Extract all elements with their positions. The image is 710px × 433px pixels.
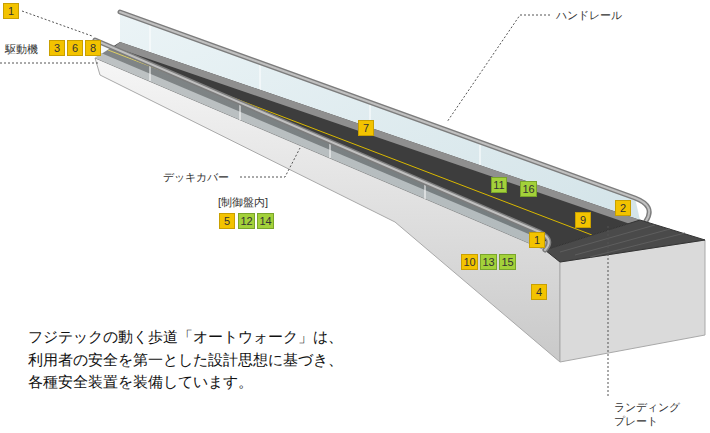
handrail-highlight: [120, 12, 649, 221]
caption-text: フジテックの動く歩道「オートウォーク」は、 利用者の安全を第一とした設計思想に基…: [28, 326, 438, 394]
handrail: [120, 12, 649, 221]
leader-line: [0, 11, 608, 398]
callout-number: 12: [238, 213, 255, 229]
callout-text: 3: [54, 43, 60, 54]
part-label: 駆動機: [5, 42, 65, 56]
handrail: [95, 40, 549, 250]
callout-number: 4: [531, 284, 547, 300]
part-label: ハンドレール: [556, 8, 656, 22]
callout-text: 6: [72, 43, 78, 54]
callout-text: 1: [8, 6, 14, 17]
callout-text: 13: [482, 257, 494, 268]
callout-text: 8: [90, 43, 96, 54]
part-label: デッキカバー: [163, 170, 238, 184]
callout-text: 9: [580, 215, 586, 226]
callout-text: 15: [501, 257, 513, 268]
callout-text: 11: [493, 180, 504, 191]
callout-text: 7: [363, 123, 369, 134]
callout-text: 14: [259, 216, 271, 227]
callout-number: 8: [85, 40, 101, 56]
part-label: ランディング プレート: [614, 400, 686, 429]
callout-number: 2: [615, 200, 631, 216]
callout-text: 4: [536, 287, 542, 298]
landing-plate: [545, 220, 705, 262]
callout-text: 10: [463, 257, 475, 268]
callout-number: 9: [575, 212, 591, 228]
callout-number: 5: [219, 213, 235, 229]
callout-number: 14: [257, 213, 274, 229]
callout-text: 1: [534, 235, 540, 246]
callout-number: 6: [67, 40, 83, 56]
handrail-highlight: [95, 40, 549, 250]
callout-number: 11: [491, 177, 507, 193]
callout-text: 12: [240, 216, 252, 227]
callout-text: 2: [620, 203, 626, 214]
callout-number: 3: [49, 40, 65, 56]
callout-number: 10: [461, 254, 478, 270]
part-label: [制御盤内]: [218, 195, 298, 209]
callout-number: 16: [520, 181, 537, 197]
callout-text: 16: [522, 184, 534, 195]
callout-number: 15: [499, 254, 516, 270]
callout-number: 1: [3, 3, 19, 19]
landing-comb: [560, 225, 685, 257]
callout-text: 5: [224, 216, 230, 227]
callout-number: 7: [358, 120, 374, 136]
callout-number: 13: [480, 254, 497, 270]
callout-number: 1: [529, 232, 545, 248]
deck-cover: [114, 42, 640, 226]
back-glass: [120, 12, 640, 220]
